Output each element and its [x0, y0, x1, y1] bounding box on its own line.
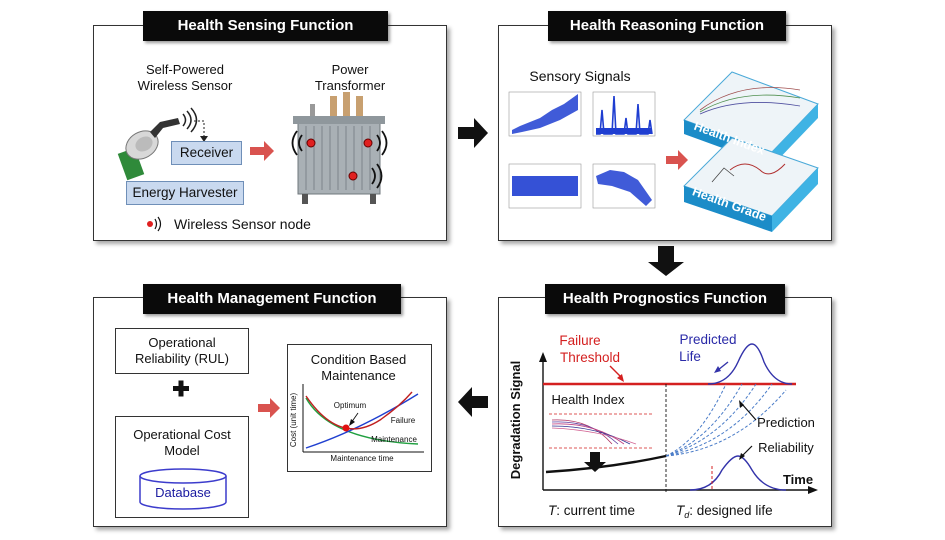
signal-plot-4 [592, 163, 656, 209]
cost-line1: Operational Cost [133, 427, 231, 442]
designed-life-subscript: d [684, 510, 690, 520]
cbm-box [287, 344, 432, 472]
right-arrow-icon [250, 141, 274, 161]
designed-life-symbol: T [676, 503, 686, 518]
failure-threshold-label-1: Failure [559, 333, 600, 348]
prediction-paths [665, 383, 787, 457]
designed-life-label: Td: designed life [676, 503, 773, 520]
cbm-x-label: Maintenance time [330, 454, 394, 463]
management-title: Health Management Function [143, 284, 401, 314]
reliability-line1: Operational [148, 335, 216, 350]
reliability-line2: Reliability (RUL) [135, 351, 229, 366]
failure-curve [305, 393, 419, 449]
reasoning-title: Health Reasoning Function [548, 11, 786, 41]
degradation-curve [545, 454, 667, 474]
transformer-icon [291, 92, 388, 204]
arrow-right-icon [458, 118, 488, 148]
database-label: Database [155, 485, 211, 500]
prediction-label: Prediction [757, 415, 815, 430]
signal-plot-2 [592, 91, 656, 137]
sensing-title: Health Sensing Function [143, 11, 388, 41]
arrow-down-icon [648, 246, 684, 276]
current-time-label: T: current time [548, 503, 635, 518]
health-index-block [683, 71, 819, 166]
failure-label: Failure [391, 416, 416, 425]
right-arrow-icon [666, 150, 688, 170]
reliability-curve [689, 455, 787, 491]
sensor-label-line1: Self-Powered [145, 62, 225, 77]
current-time-symbol: T [548, 503, 558, 518]
degradation-axis-label: Degradation Signal [508, 361, 523, 479]
sensor-node-icon [147, 216, 162, 232]
cbm-line1: Condition Based [310, 352, 407, 367]
sensor-label-line2: Wireless Sensor [137, 78, 233, 93]
maintenance-label: Maintenance [371, 435, 417, 444]
health-grade-block [683, 137, 819, 232]
operational-reliability-box: Operational Reliability (RUL) [115, 328, 249, 374]
wireless-sensor-icon [117, 107, 198, 181]
transformer-label-line2: Transformer [314, 78, 386, 93]
receiver-box: Receiver [171, 141, 242, 165]
arrow-left-icon [458, 387, 488, 417]
cost-line2: Model [164, 443, 200, 458]
optimum-point [342, 424, 350, 432]
health-index-inset-curves [551, 419, 637, 445]
health-index-inset-label: Health Index [552, 392, 625, 407]
designed-life-text: : designed life [689, 503, 772, 518]
predicted-life-label-1: Predicted [679, 332, 736, 347]
failure-threshold-label-2: Threshold [560, 350, 620, 365]
dashed-link [194, 120, 205, 138]
signal-plot-3 [508, 163, 582, 209]
predicted-life-curve [707, 343, 793, 385]
right-arrow-icon [258, 398, 280, 418]
optimum-label: Optimum [334, 401, 367, 410]
cbm-y-label: Cost (unit time) [289, 393, 298, 448]
total-cost-curve [305, 391, 413, 430]
prognostics-title: Health Prognostics Function [545, 284, 785, 314]
sensory-signals-label: Sensory Signals [529, 68, 631, 84]
energy-harvester-box: Energy Harvester [126, 181, 244, 205]
arrow-down-icon [584, 452, 606, 472]
reliability-label: Reliability [758, 440, 814, 455]
signal-plot-1 [508, 91, 582, 137]
time-axis-label: Time [783, 472, 813, 487]
cbm-line2: Maintenance [321, 368, 396, 383]
transformer-label-line1: Power [331, 62, 369, 77]
predicted-life-label-2: Life [679, 349, 701, 364]
current-time-text: : current time [556, 503, 635, 518]
sensor-node-legend: Wireless Sensor node [174, 216, 311, 232]
